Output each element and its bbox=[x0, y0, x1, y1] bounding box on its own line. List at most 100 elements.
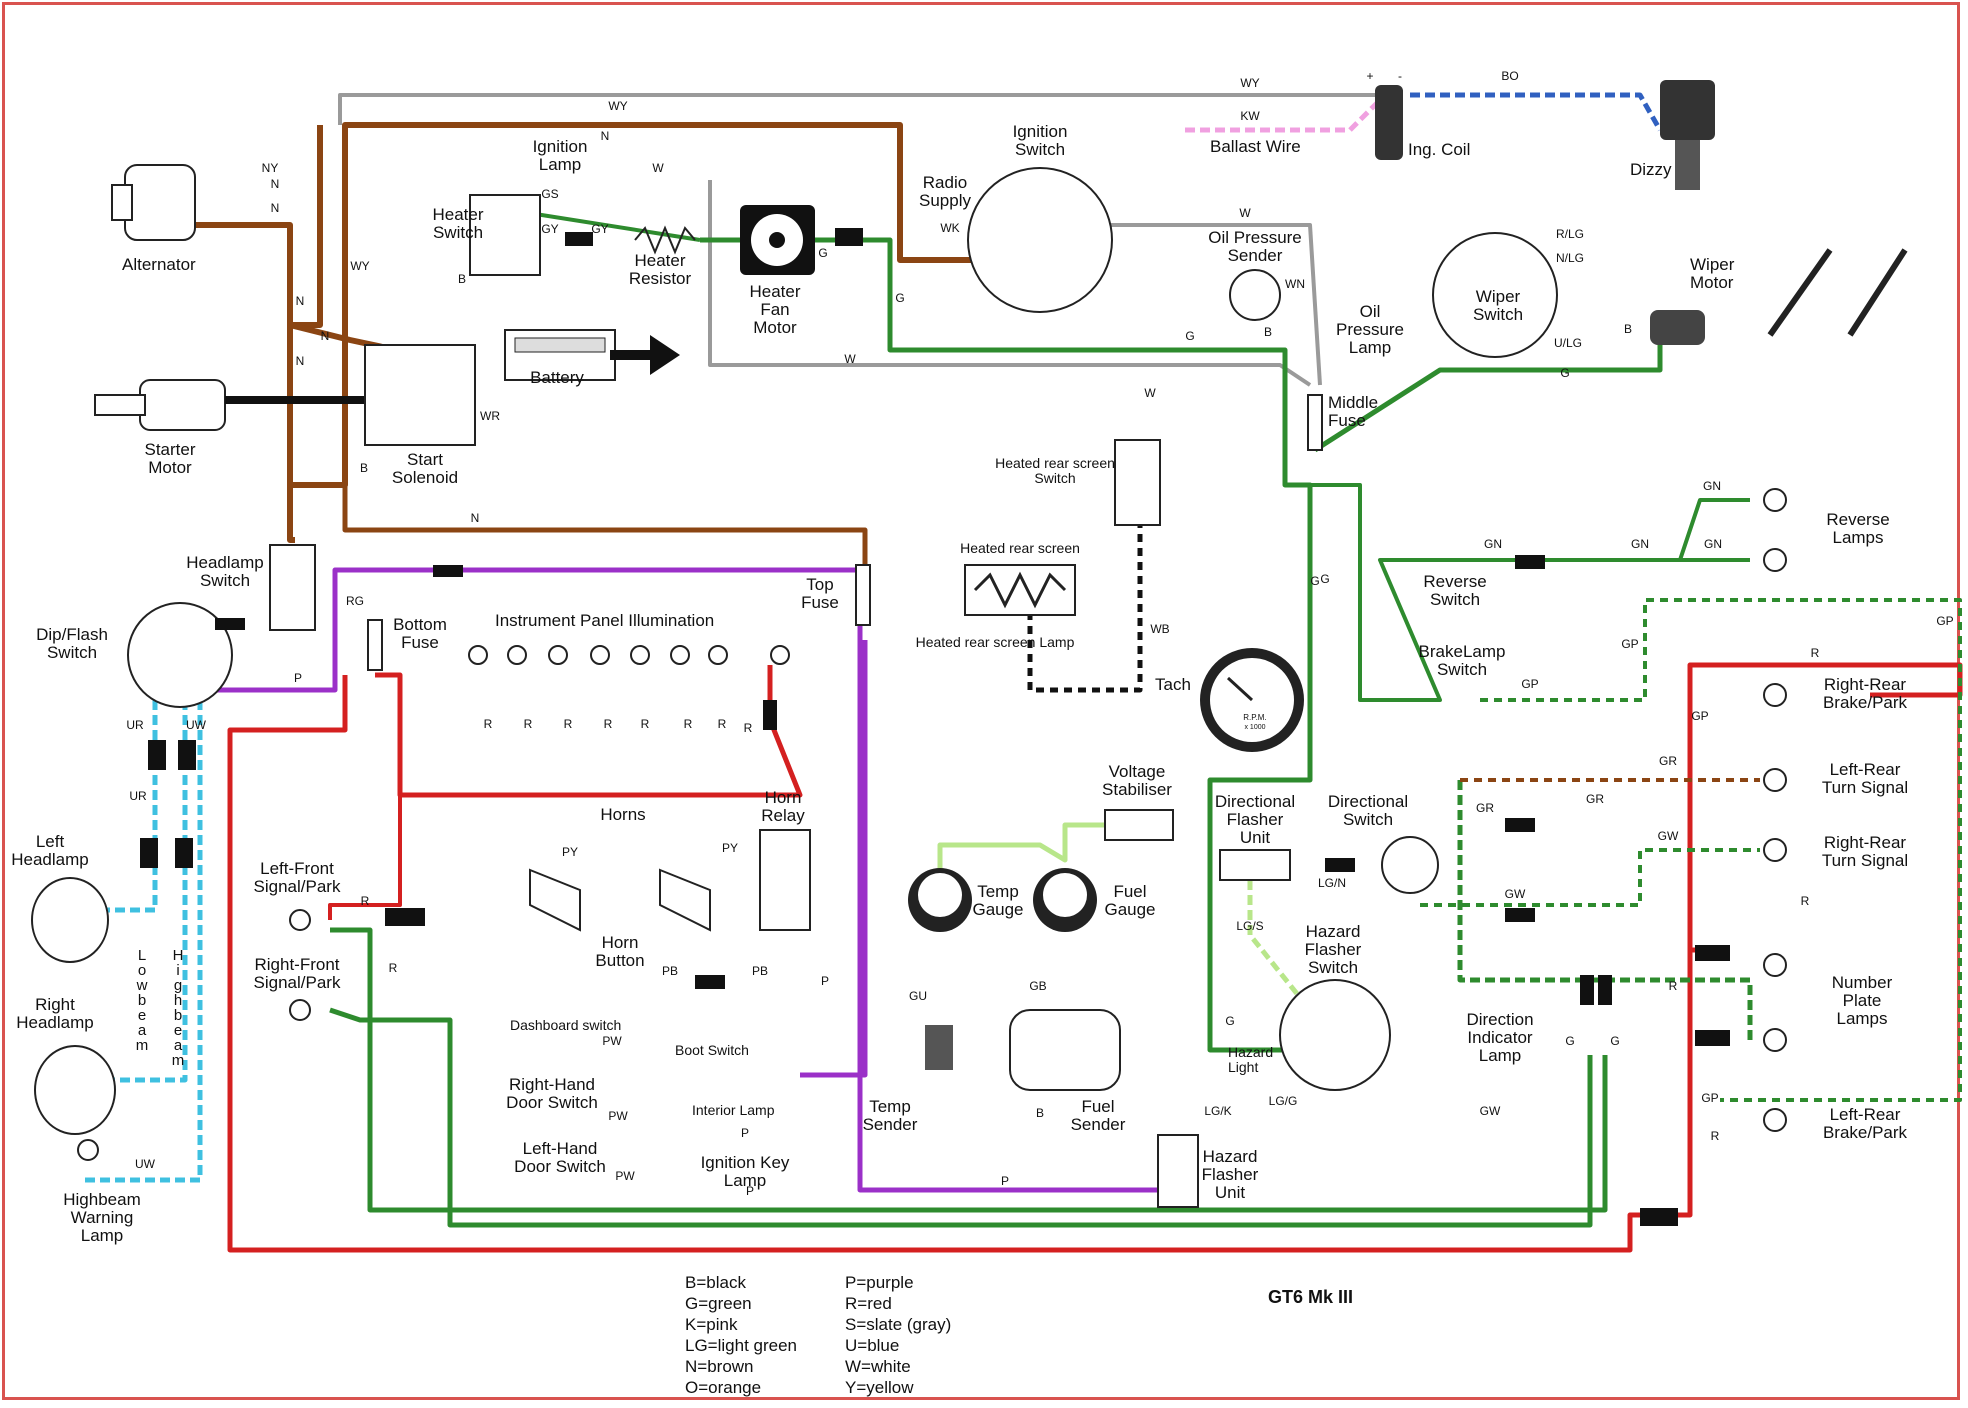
wire-code-label: W bbox=[1239, 206, 1251, 220]
wire-white-top bbox=[338, 93, 1380, 125]
wire-code-label: P bbox=[821, 974, 829, 988]
label-heated-rear-screen-lamp: Heated rear screen Lamp bbox=[916, 634, 1075, 650]
legend-entry: N=brown bbox=[685, 1357, 754, 1376]
wire-purple-top-fuse bbox=[800, 640, 868, 1078]
wire-code-label: GN bbox=[1484, 537, 1502, 551]
ignition-coil bbox=[1375, 85, 1403, 160]
wire-code-label: GN bbox=[1703, 479, 1721, 493]
wire-pink-ballast bbox=[1185, 98, 1382, 133]
wire-code-label: GB bbox=[1029, 979, 1046, 993]
wire-brown-headlamp bbox=[287, 325, 295, 543]
heater-fan-motor bbox=[740, 205, 815, 275]
label-horns: Horns bbox=[600, 805, 645, 824]
wire-code-label: R bbox=[1711, 1129, 1720, 1143]
wire-cyan-right bbox=[105, 700, 188, 1083]
wire-green-wiper bbox=[1313, 330, 1663, 453]
diagram-title: GT6 Mk III bbox=[1268, 1287, 1353, 1307]
wire-code-label: N bbox=[471, 511, 480, 525]
wire-lightgreen-hazard bbox=[1247, 880, 1352, 1062]
wire-green-front bbox=[329, 1007, 1593, 1228]
label-tach: Tach bbox=[1155, 675, 1191, 694]
wire-code-label: B bbox=[360, 461, 368, 475]
hazard-flasher-switch bbox=[1279, 979, 1391, 1091]
label-battery: Battery bbox=[530, 368, 584, 387]
wire-code-label: GP bbox=[1701, 1091, 1718, 1105]
wire-green-reverse bbox=[1310, 483, 1750, 702]
label-highbeam-char: m bbox=[172, 1052, 185, 1069]
wire-code-label: R bbox=[361, 894, 370, 908]
headlamp-switch bbox=[269, 544, 316, 631]
wire-code-label: R bbox=[1801, 894, 1810, 908]
label-alternator: Alternator bbox=[122, 255, 196, 274]
wire-code-label: GP bbox=[1936, 614, 1953, 628]
start-solenoid bbox=[364, 344, 476, 446]
wire-code-label: PY bbox=[722, 841, 738, 855]
legend-entry: U=blue bbox=[845, 1336, 899, 1355]
wire-code-label: R bbox=[604, 717, 613, 731]
wire-code-label: N bbox=[296, 354, 305, 368]
legend-entry: B=black bbox=[685, 1273, 746, 1292]
wire-code-label: BO bbox=[1501, 69, 1518, 83]
wire-code-label: GS bbox=[541, 187, 558, 201]
legend-entry: P=purple bbox=[845, 1273, 914, 1292]
wire-code-label: G bbox=[1560, 366, 1569, 380]
battery-ground-arrow bbox=[610, 335, 680, 375]
wire-code-label: WN bbox=[1285, 277, 1305, 291]
wire-code-label: G bbox=[818, 246, 827, 260]
wire-code-label: GW bbox=[1480, 1104, 1501, 1118]
wire-cyan-left bbox=[90, 700, 158, 913]
label-highbeam-char: h bbox=[174, 992, 182, 1009]
left-headlamp bbox=[31, 877, 109, 963]
wire-code-label: - bbox=[1398, 69, 1402, 83]
instrument-panel-bulbs bbox=[468, 645, 790, 665]
legend-entry: W=white bbox=[845, 1357, 911, 1376]
wire-code-label: WK bbox=[940, 221, 959, 235]
wire-code-label: N/LG bbox=[1556, 251, 1584, 265]
label-heated-rear-screen: Heated rear screen bbox=[960, 540, 1080, 556]
wire-gp-rear bbox=[1480, 598, 1962, 1102]
wire-code-label: GN bbox=[1704, 537, 1722, 551]
wire-code-label: U/LG bbox=[1554, 336, 1582, 350]
wire-code-label: N bbox=[601, 129, 610, 143]
wire-code-label: WY bbox=[350, 259, 369, 273]
wire-wb-heated bbox=[1027, 520, 1143, 693]
horn-relay bbox=[759, 829, 811, 931]
wire-code-label: WB bbox=[1150, 622, 1169, 636]
wire-code-label: GY bbox=[541, 222, 558, 236]
right-headlamp bbox=[34, 1045, 116, 1135]
wire-code-label: P bbox=[1001, 1174, 1009, 1188]
legend-entry: R=red bbox=[845, 1294, 892, 1313]
wire-code-label: R bbox=[744, 721, 753, 735]
wire-code-label: B bbox=[458, 272, 466, 286]
directional-switch bbox=[1381, 836, 1439, 894]
label-highbeam-char: b bbox=[174, 1007, 182, 1024]
wire-code-label: PW bbox=[615, 1169, 635, 1183]
alternator bbox=[111, 164, 196, 241]
wire-code-label: + bbox=[1366, 69, 1373, 83]
label-highbeam-char: i bbox=[176, 962, 179, 979]
tach-unit-label: R.P.M. bbox=[1243, 713, 1266, 722]
wire-code-label: GR bbox=[1586, 792, 1604, 806]
wire-code-label: P bbox=[294, 671, 302, 685]
ignition-switch bbox=[967, 167, 1113, 313]
label-boot-switch: Boot Switch bbox=[675, 1042, 749, 1058]
wire-code-label: PB bbox=[752, 964, 768, 978]
wire-lightgreen-gauges bbox=[937, 822, 1110, 875]
wire-code-label: N bbox=[271, 201, 280, 215]
label-highbeam-char: H bbox=[173, 947, 184, 964]
wire-code-label: R bbox=[718, 717, 727, 731]
wire-code-label: UR bbox=[129, 789, 147, 803]
